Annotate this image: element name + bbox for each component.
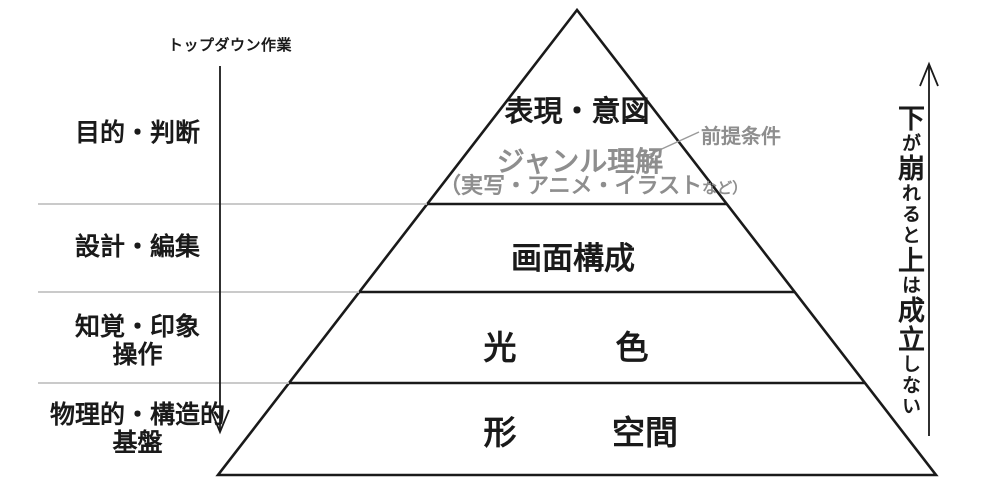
tier-genre-understanding: ジャンル理解: [496, 146, 664, 177]
bottom-collapse-note: 下が崩れると上は成立しない: [886, 104, 932, 454]
note-char: し: [899, 354, 920, 375]
note-char: 成: [894, 296, 924, 325]
top-down-arrowhead-icon: [210, 409, 230, 435]
side-label-line: 知覚・印象: [74, 313, 200, 341]
note-char: る: [899, 204, 920, 225]
note-char: い: [899, 396, 920, 417]
side-label-purpose-judgement: 目的・判断: [30, 119, 245, 147]
note-char: 下: [894, 104, 924, 133]
side-label-line: 操作: [112, 341, 163, 369]
side-label-line: 設計・編集: [74, 233, 200, 261]
note-char: と: [899, 225, 920, 246]
note-char: な: [899, 375, 920, 396]
premise-annotation: 前提条件: [701, 126, 781, 148]
tier-expression-intent: 表現・意図: [504, 96, 650, 128]
side-label-line: 目的・判断: [74, 119, 200, 147]
side-label-line: 物理的・構造的: [49, 401, 225, 429]
side-label-perception-impression: 知覚・印象 操作: [30, 313, 245, 369]
genre-examples-suffix: など）: [702, 180, 748, 197]
top-down-label: トップダウン作業: [167, 37, 292, 54]
side-label-physical-structural: 物理的・構造的 基盤: [30, 401, 245, 457]
premise-connector-line: [641, 131, 700, 159]
side-label-design-editing: 設計・編集: [30, 233, 245, 261]
note-char: は: [899, 275, 920, 296]
note-char: 立: [894, 325, 924, 354]
note-char: 崩: [894, 154, 924, 183]
tier-light: 光: [483, 329, 517, 366]
pyramid-outline: [215, 7, 939, 477]
note-char: が: [899, 133, 920, 154]
tier-shape: 形: [483, 414, 517, 451]
side-label-line: 基盤: [112, 429, 163, 457]
note-char: 上: [894, 246, 924, 275]
tier-genre-examples: （実写・アニメ・イラストなど）: [439, 168, 747, 200]
tier-screen-composition: 画面構成: [511, 241, 635, 276]
genre-examples-main: （実写・アニメ・イラスト: [439, 173, 703, 198]
tier-color: 色: [615, 329, 649, 366]
bottom-up-arrowhead-icon: [919, 61, 939, 87]
note-char: れ: [899, 183, 920, 204]
tier-space: 空間: [612, 414, 678, 451]
